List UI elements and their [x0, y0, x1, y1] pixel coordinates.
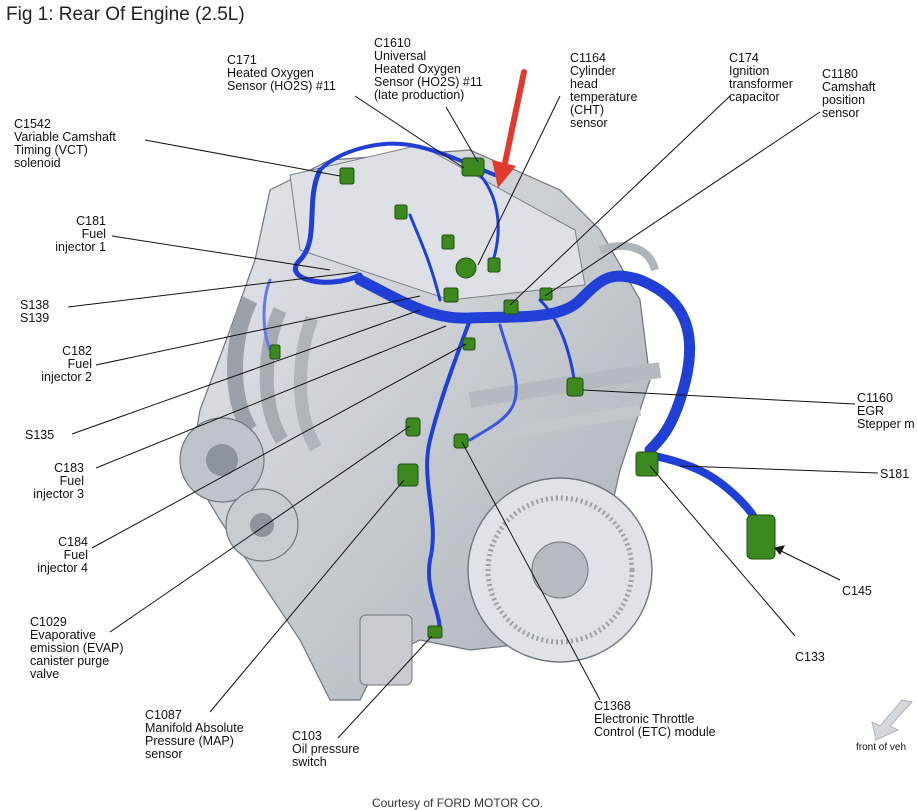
callout-c1160: C1160 EGR Stepper m [857, 391, 915, 431]
callout-c182: C182 Fuel injector 2 [41, 344, 92, 384]
callout-c1542: C1542 Variable Camshaft Timing (VCT) sol… [14, 117, 116, 170]
courtesy-credit: Courtesy of FORD MOTOR CO. [372, 796, 544, 810]
callout-c174: C174 Ignition transformer capacitor [729, 51, 793, 104]
figure-title: Fig 1: Rear Of Engine (2.5L) [6, 4, 245, 25]
callout-c183: C183 Fuel injector 3 [33, 461, 84, 501]
callout-c1368: C1368 Electronic Throttle Control (ETC) … [594, 699, 716, 739]
callout-c1180: C1180 Camshaft position sensor [822, 67, 876, 120]
callout-c1164: C1164 Cylinder head temperature (CHT) se… [570, 51, 638, 130]
callout-c184: C184 Fuel injector 4 [37, 535, 88, 575]
callout-c1029: C1029 Evaporative emission (EVAP) canist… [30, 615, 124, 681]
front-direction-arrow-icon [871, 699, 913, 741]
connectors [269, 157, 776, 639]
red-arrow-indicator [492, 69, 527, 188]
callout-s135: S135 [25, 428, 55, 442]
callout-c1610: C1610 Universal Heated Oxygen Sensor (HO… [374, 36, 483, 102]
front-of-vehicle-label: front of veh [856, 742, 907, 753]
leader-lines [67, 95, 879, 739]
callout-s138-s139: S138 S139 [20, 298, 50, 325]
callout-c133: C133 [795, 650, 825, 664]
callout-c181: C181 Fuel injector 1 [55, 214, 106, 254]
callout-c1087: C1087 Manifold Absolute Pressure (MAP) s… [145, 708, 244, 761]
callout-c171: C171 Heated Oxygen Sensor (HO2S) #11 [227, 53, 336, 93]
callout-c145: C145 [842, 584, 872, 598]
callout-s181: S181 [880, 467, 910, 481]
callout-c103: C103 Oil pressure switch [292, 729, 360, 769]
